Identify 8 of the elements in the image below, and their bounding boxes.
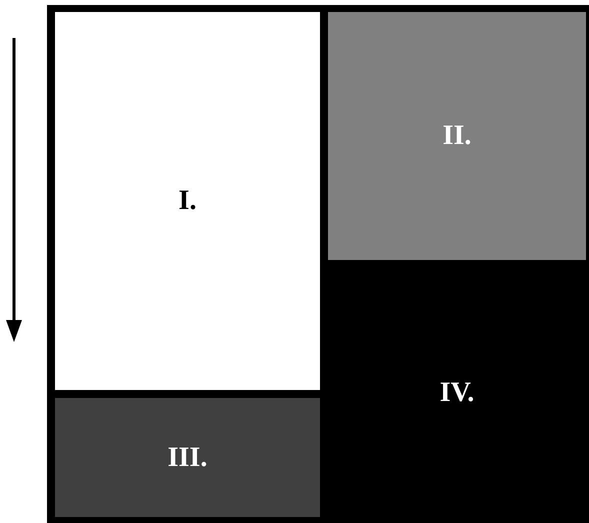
region-panel — [328, 12, 586, 260]
frame-box — [47, 5, 589, 523]
region-label: III. — [168, 440, 208, 474]
region-label: I. — [178, 184, 196, 218]
region-label: IV. — [440, 376, 474, 410]
region-panel — [55, 12, 320, 390]
region-panel — [55, 398, 320, 517]
region-label: II. — [442, 119, 472, 153]
